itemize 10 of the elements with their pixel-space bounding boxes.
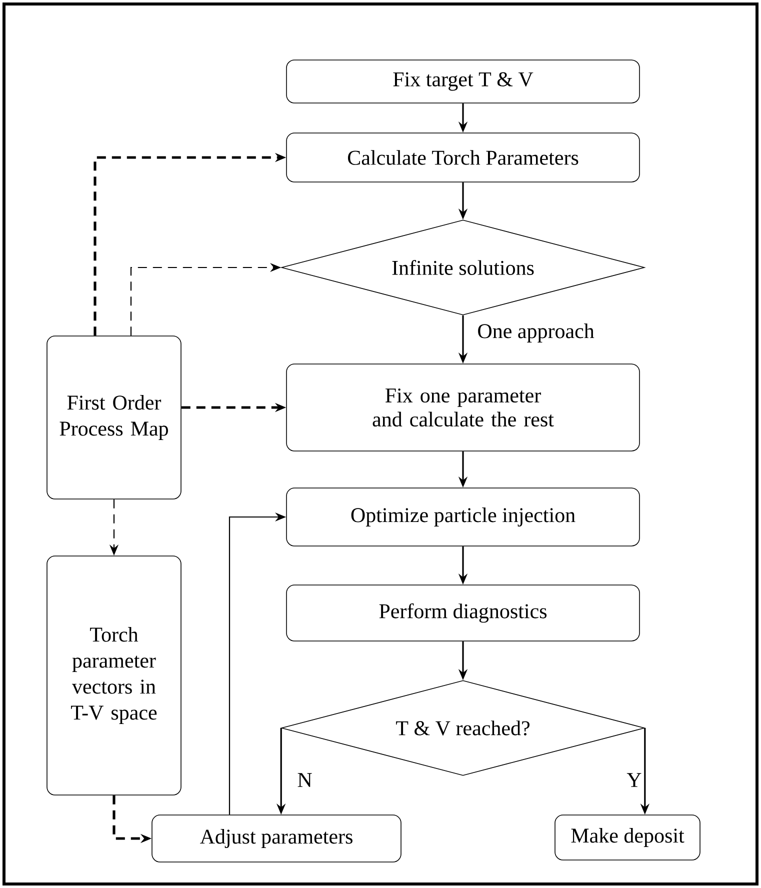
process-box: Adjust parameters xyxy=(152,814,402,862)
edge-label: One approach xyxy=(476,322,596,344)
process-box: Calculate Torch Parameters xyxy=(286,132,640,182)
process-box: Perform diagnostics xyxy=(286,584,640,642)
process-box: Fix target T & V xyxy=(286,60,640,104)
process-box: Make deposit xyxy=(554,814,700,860)
process-box: Optimize particle injection xyxy=(286,488,640,546)
process-box: First Order Process Map xyxy=(46,336,182,500)
process-box: Fix one parameter and calculate the rest xyxy=(286,364,640,452)
process-box: Torch parameter vectors in T-V space xyxy=(46,556,182,796)
